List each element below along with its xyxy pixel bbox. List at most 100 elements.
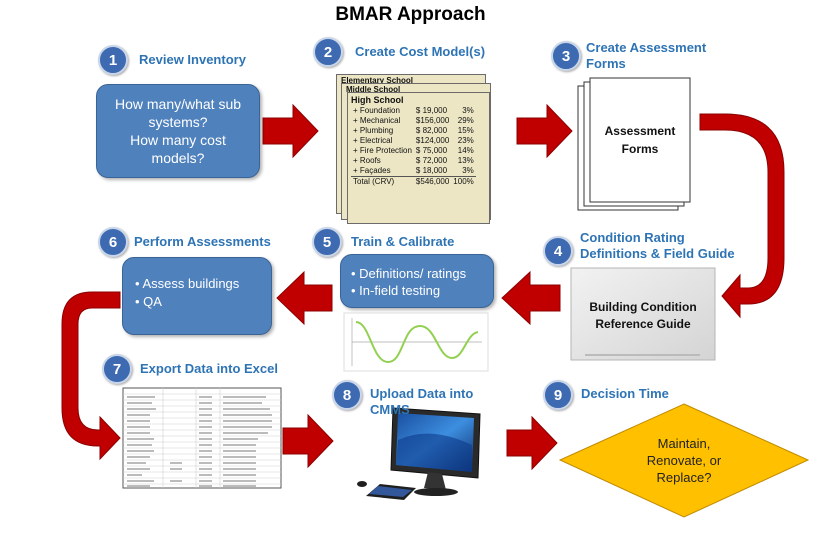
cost-value: $124,000 — [415, 136, 450, 145]
step-1-box: How many/what sub systems? How many cost… — [96, 84, 260, 178]
table-row: + Plumbing $ 82,000 15% — [351, 126, 476, 136]
arrow-6-to-7 — [61, 291, 121, 461]
step-5-bullet: Definitions/ ratings — [351, 265, 483, 282]
step-3-label-line: Forms — [586, 56, 626, 71]
cost-value: $ 19,000 — [415, 106, 448, 115]
step-5-number: 5 — [312, 227, 342, 257]
page-title: BMAR Approach — [335, 4, 486, 25]
cost-pct: 13% — [457, 156, 474, 165]
table-row: + Mechanical $156,000 29% — [351, 116, 476, 126]
cost-pct: 3% — [462, 166, 474, 175]
assessment-forms-stack — [577, 77, 691, 211]
calibration-chart-icon — [343, 312, 489, 372]
arrow-2-to-3 — [516, 103, 573, 159]
arrow-7-to-8 — [282, 413, 334, 469]
step-5-bullet: In-field testing — [351, 282, 483, 299]
step-9-number: 9 — [543, 380, 573, 410]
assessment-forms-line: Assessment — [604, 124, 676, 138]
arrow-5-to-6 — [276, 270, 333, 326]
cost-value: $156,000 — [415, 116, 450, 125]
decision-diamond — [558, 403, 810, 518]
cost-value: $ 75,000 — [415, 146, 448, 155]
cost-pct: 29% — [457, 116, 474, 125]
assessment-forms-text: Assessment Forms — [590, 78, 690, 202]
step-6-bullet: QA — [135, 293, 259, 311]
step-3-number: 3 — [551, 41, 581, 71]
step-1-box-line: systems? — [148, 114, 208, 130]
cost-pct: 23% — [457, 136, 474, 145]
cost-item: + Electrical — [353, 136, 393, 145]
step-4-number: 4 — [543, 236, 573, 266]
step-1-box-line: How many/what sub — [114, 96, 242, 112]
decision-line: Maintain, — [657, 435, 711, 451]
cost-total-item: Total (CRV) — [353, 177, 395, 186]
step-1-number: 1 — [98, 45, 128, 75]
step-7-number: 7 — [102, 354, 132, 384]
step-8-number: 8 — [332, 380, 362, 410]
step-6-box: Assess buildings QA — [122, 257, 272, 335]
step-8-label-line: CMMS — [370, 402, 410, 417]
computer-monitor-icon — [357, 407, 481, 500]
assessment-forms-line: Forms — [621, 142, 659, 156]
cost-pct: 14% — [457, 146, 474, 155]
decision-line: Replace? — [656, 469, 712, 485]
cost-item: + Fire Protection — [353, 146, 412, 155]
cost-item: + Foundation — [353, 106, 400, 115]
step-8-label: Upload Data into CMMS — [370, 386, 473, 418]
cost-pct: 15% — [457, 126, 474, 135]
table-row: + Electrical $124,000 23% — [351, 136, 476, 146]
cost-item: + Plumbing — [353, 126, 394, 135]
cost-total-pct: 100% — [453, 177, 474, 186]
step-1-label: Review Inventory — [139, 52, 246, 67]
arrow-3-to-4 — [699, 113, 785, 319]
step-4-label-line: Condition Rating — [580, 230, 685, 245]
cost-item: + Mechanical — [353, 116, 401, 125]
spreadsheet-icon — [122, 387, 282, 489]
table-row: + Foundation $ 19,000 3% — [351, 106, 476, 116]
cost-model-back-title: Elementary School — [341, 76, 414, 85]
step-6-number: 6 — [98, 227, 128, 257]
step-5-label: Train & Calibrate — [351, 234, 455, 249]
reference-guide-line: Reference Guide — [595, 317, 691, 331]
step-6-bullet: Assess buildings — [135, 275, 259, 293]
step-4-label-line: Definitions & Field Guide — [580, 246, 735, 261]
cost-value: $ 18,000 — [415, 166, 448, 175]
cost-item: + Façades — [353, 166, 391, 175]
step-1-box-line: How many cost — [130, 132, 226, 148]
reference-guide-line: Building Condition — [589, 300, 697, 314]
step-2-label: Create Cost Model(s) — [355, 44, 486, 59]
cost-value: $ 82,000 — [415, 126, 448, 135]
table-row: + Roofs $ 72,000 13% — [351, 156, 476, 166]
step-3-label-line: Create Assessment — [586, 40, 707, 55]
decision-text: Maintain, Renovate, or Replace? — [604, 428, 764, 492]
table-row: + Façades $ 18,000 3% — [351, 166, 476, 177]
step-2-number: 2 — [313, 37, 343, 67]
step-9-label: Decision Time — [581, 386, 669, 401]
reference-guide-book — [570, 267, 716, 361]
step-1-box-line: models? — [151, 150, 205, 166]
cost-value: $ 72,000 — [415, 156, 448, 165]
reference-guide-text: Building Condition Reference Guide — [571, 290, 715, 342]
step-6-bullets: Assess buildings QA — [135, 275, 259, 311]
cost-model-middle-title: Middle School — [346, 85, 401, 94]
step-7-label: Export Data into Excel — [140, 361, 278, 376]
step-4-label: Condition Rating Definitions & Field Gui… — [580, 230, 735, 262]
cost-pct: 3% — [462, 106, 474, 115]
cost-total-value: $546,000 — [415, 177, 450, 186]
cost-item: + Roofs — [353, 156, 381, 165]
arrow-4-to-5 — [501, 270, 561, 326]
cost-model-sheet-front: High School + Foundation $ 19,000 3% + Mec… — [347, 92, 490, 224]
arrow-8-to-9 — [506, 415, 558, 471]
step-6-label: Perform Assessments — [134, 234, 271, 249]
step-5-box: Definitions/ ratings In-field testing — [340, 254, 494, 308]
step-5-bullets: Definitions/ ratings In-field testing — [351, 265, 483, 299]
decision-line: Renovate, or — [646, 452, 722, 468]
step-8-label-line: Upload Data into — [370, 386, 474, 401]
cost-model-title: High School — [351, 95, 404, 105]
step-3-label: Create Assessment Forms — [586, 40, 706, 72]
arrow-1-to-2 — [262, 103, 319, 159]
table-row: + Fire Protection$ 75,000 14% — [351, 146, 476, 156]
cost-model-table: + Foundation $ 19,000 3% + Mechanical $156,… — [351, 106, 476, 187]
